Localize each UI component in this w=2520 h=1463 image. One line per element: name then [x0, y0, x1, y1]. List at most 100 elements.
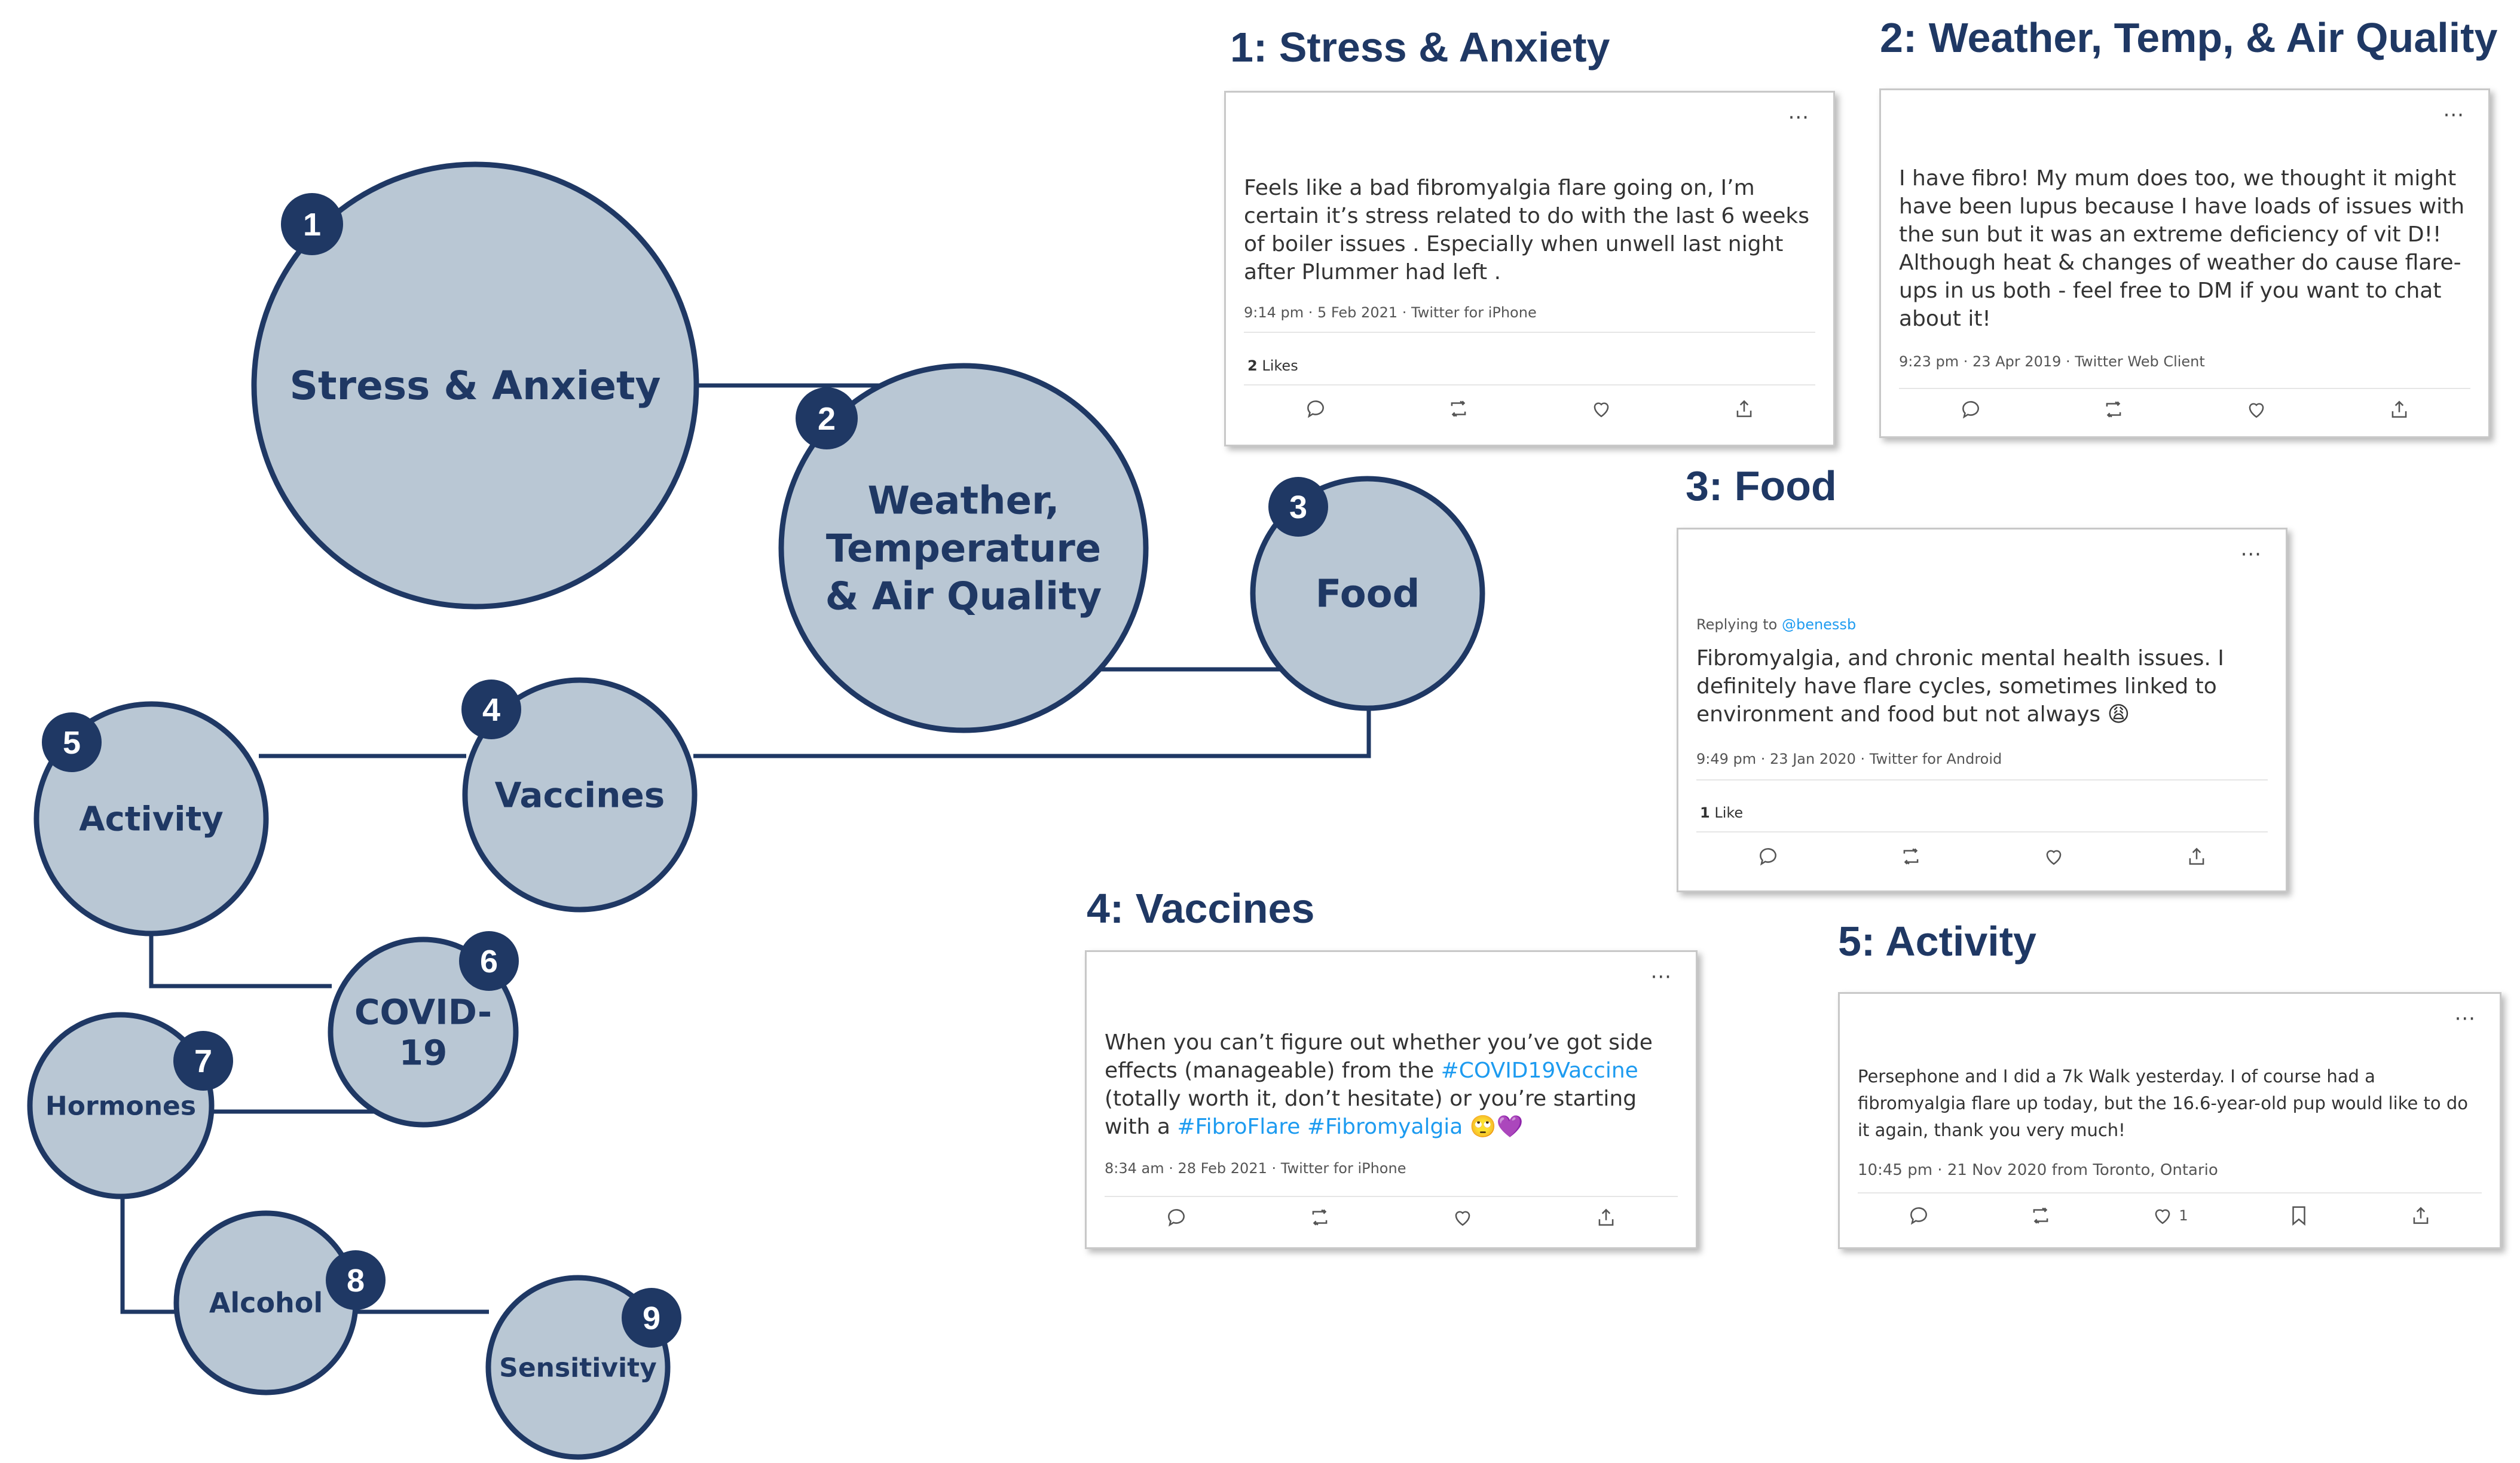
- number-badge-label: 6: [480, 944, 498, 980]
- reply-icon[interactable]: [1907, 1204, 1930, 1227]
- tweet-timestamp: 9:14 pm · 5 Feb 2021 · Twitter for iPhon…: [1244, 304, 1537, 321]
- tweet-timestamp: 9:23 pm · 23 Apr 2019 · Twitter Web Clie…: [1899, 353, 2205, 370]
- node-label-line: Temperature: [826, 527, 1101, 571]
- reply-icon[interactable]: [1757, 845, 1779, 868]
- tweet-card-vaccines: ··· When you can’t figure out whether yo…: [1085, 950, 1698, 1249]
- number-badge-label: 3: [1289, 489, 1307, 525]
- retweet-icon[interactable]: [1308, 1206, 1331, 1229]
- tweet-text: Persephone and I did a 7k Walk yesterday…: [1858, 1066, 2469, 1140]
- likes-word: Like: [1714, 804, 1744, 821]
- more-options-icon[interactable]: ···: [1650, 965, 1672, 989]
- more-options-icon[interactable]: ···: [2454, 1007, 2476, 1031]
- likes-count[interactable]: 2 Likes: [1247, 357, 1298, 374]
- more-options-icon[interactable]: ···: [1788, 106, 1809, 130]
- node-label: Stress & Anxiety: [289, 363, 660, 409]
- number-badge-label: 4: [482, 692, 500, 728]
- trigger-node-3: Food 3: [1250, 476, 1485, 711]
- connector-line: [149, 932, 332, 988]
- like-icon: [2155, 1209, 2170, 1225]
- retweet-icon[interactable]: [1447, 397, 1470, 420]
- more-options-icon[interactable]: ···: [2443, 103, 2464, 127]
- divider: [1858, 1192, 2482, 1193]
- retweet-icon[interactable]: [1900, 845, 1922, 868]
- tweet-body: Fibromyalgia, and chronic mental health …: [1696, 646, 2224, 727]
- likes-number: 1: [1700, 804, 1710, 821]
- node-circle: [778, 363, 1149, 733]
- reply-icon[interactable]: [1165, 1206, 1188, 1229]
- share-icon[interactable]: [2409, 1204, 2432, 1227]
- node-label-line: Hormones: [45, 1091, 196, 1121]
- node-label-line: Food: [1316, 572, 1420, 616]
- node-label-line: & Air Quality: [825, 574, 1102, 619]
- share-icon[interactable]: [1595, 1206, 1617, 1229]
- tweet-text: I have fibro! My mum does too, we though…: [1899, 166, 2465, 331]
- number-badge: [796, 387, 858, 449]
- heading-activity: 5: Activity: [1838, 918, 2036, 965]
- retweet-icon[interactable]: [2102, 398, 2125, 421]
- share-icon[interactable]: [2185, 845, 2208, 868]
- like-icon[interactable]: [2245, 398, 2268, 421]
- heading-vaccines: 4: Vaccines: [1087, 885, 1315, 932]
- replying-to: Replying to @benessb: [1696, 616, 1856, 633]
- like-icon[interactable]: [1451, 1206, 1474, 1229]
- more-options-icon[interactable]: ···: [2240, 543, 2262, 567]
- number-badge: [173, 1031, 233, 1091]
- likes-number: 2: [1247, 357, 1258, 374]
- likes-count[interactable]: 1 Like: [1700, 804, 1743, 821]
- tweet-timestamp: 10:45 pm · 21 Nov 2020 from Toronto, Ont…: [1858, 1161, 2218, 1179]
- reply-icon[interactable]: [1304, 397, 1327, 420]
- bookmark-icon[interactable]: [2287, 1204, 2310, 1227]
- node-label: COVID-19: [354, 991, 492, 1073]
- heading-weather: 2: Weather, Temp, & Air Quality: [1880, 14, 2498, 61]
- connector-line: [693, 708, 1371, 758]
- number-badge: [42, 712, 102, 772]
- share-icon[interactable]: [2388, 398, 2411, 421]
- tweet-timestamp: 8:34 am · 28 Feb 2021 · Twitter for iPho…: [1105, 1160, 1406, 1177]
- reply-icon[interactable]: [1959, 398, 1982, 421]
- node-label-line: COVID-: [354, 991, 492, 1032]
- hashtag-link[interactable]: #Fibromyalgia: [1307, 1115, 1463, 1139]
- node-label-line: Vaccines: [495, 775, 665, 815]
- node-label: Hormones: [45, 1091, 196, 1121]
- number-badge-label: 9: [643, 1300, 660, 1336]
- node-label: Alcohol: [209, 1287, 323, 1319]
- eye-roll-heart-emoji: 🙄💜: [1469, 1115, 1524, 1139]
- tweet-text: Feels like a bad fibromyalgia flare goin…: [1244, 176, 1810, 284]
- trigger-node-6: COVID-19 6: [328, 931, 519, 1128]
- like-icon[interactable]: [1590, 397, 1613, 420]
- divider: [1696, 831, 2268, 832]
- number-badge: [281, 193, 343, 255]
- share-icon[interactable]: [1733, 397, 1756, 420]
- node-label: Activity: [79, 800, 223, 839]
- hashtag-link[interactable]: #FibroFlare: [1177, 1115, 1301, 1139]
- tweet-body-part2: (totally worth it, don’t hesitate) or yo…: [1105, 1086, 1637, 1139]
- heading-stress-anxiety: 1: Stress & Anxiety: [1230, 24, 1610, 71]
- tweet-card-activity: ··· Persephone and I did a 7k Walk yeste…: [1838, 992, 2501, 1249]
- node-circle: [1250, 476, 1485, 711]
- node-label: Food: [1316, 572, 1420, 616]
- number-badge: [461, 680, 521, 739]
- likes-word: Likes: [1262, 357, 1298, 374]
- retweet-icon[interactable]: [2029, 1204, 2052, 1227]
- node-label: Weather,Temperature& Air Quality: [825, 479, 1102, 619]
- trigger-node-4: Vaccines 4: [461, 677, 698, 913]
- trigger-node-8: Alcohol 8: [173, 1210, 386, 1395]
- like-count: 1: [2179, 1207, 2188, 1224]
- node-label-line: 19: [399, 1032, 448, 1073]
- like-icon[interactable]: [2042, 845, 2065, 868]
- number-badge: [1268, 477, 1328, 537]
- node-label: Sensitivity: [499, 1352, 657, 1383]
- reply-handle[interactable]: @benessb: [1781, 616, 1857, 633]
- hashtag-link[interactable]: #COVID19Vaccine: [1441, 1058, 1638, 1083]
- number-badge-label: 8: [347, 1263, 365, 1299]
- tweet-card-weather: ··· I have fibro! My mum does too, we th…: [1879, 88, 2490, 438]
- node-circle: [27, 1012, 215, 1199]
- number-badge-label: 5: [63, 725, 81, 761]
- like-button[interactable]: 1: [2151, 1204, 2188, 1227]
- number-badge-label: 2: [818, 401, 836, 437]
- tweet-body-part1: When you can’t figure out whether you’ve…: [1105, 1030, 1653, 1083]
- reply-prefix: Replying to: [1696, 616, 1778, 633]
